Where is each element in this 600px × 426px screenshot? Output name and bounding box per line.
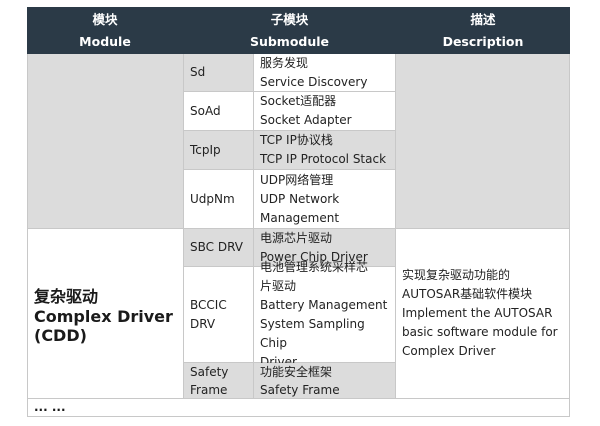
submodule-desc-sd: 服务发现 Service Discovery <box>254 54 396 92</box>
submodule-desc-tcpip: TCP IP协议栈 TCP IP Protocol Stack <box>254 131 396 170</box>
submodule-desc-sbc-drv: 电源芯片驱动 Power Chip Driver <box>254 229 396 267</box>
submodule-udpnm: UdpNm <box>183 170 254 229</box>
description-cell-empty <box>396 54 570 229</box>
submodule-sbc-drv: SBC DRV <box>183 229 254 267</box>
description-cell-cdd: 实现复杂驱动功能的 AUTOSAR基础软件模块 Implement the AU… <box>396 229 570 399</box>
header-submodule: 子模块 Submodule <box>249 11 330 49</box>
header-description: 描述 Description <box>442 11 524 49</box>
submodule-desc-soad: Socket适配器 Socket Adapter <box>254 92 396 131</box>
submodule-tcpip: TcpIp <box>183 131 254 170</box>
submodule-desc-udpnm: UDP网络管理 UDP Network Management <box>254 170 396 229</box>
header-module: 模块 Module <box>79 11 131 49</box>
submodule-safety-frame: Safety Frame <box>183 363 254 399</box>
submodule-desc-safety-frame: 功能安全框架 Safety Frame <box>254 363 396 399</box>
module-cell-cdd: 复杂驱动 Complex Driver (CDD) <box>27 229 183 399</box>
submodule-bccic-drv: BCCIC DRV <box>183 267 254 363</box>
table-header: 模块 Module 子模块 Submodule 描述 Description <box>27 7 570 54</box>
module-cell-empty <box>27 54 183 229</box>
submodule-desc-bccic-drv: 电池管理系统采样芯 片驱动 Battery Management System … <box>254 260 396 369</box>
submodule-soad: SoAd <box>183 92 254 131</box>
ellipsis-row: ... ... <box>27 399 570 417</box>
submodule-sd: Sd <box>183 54 254 92</box>
module-table: 模块 Module 子模块 Submodule 描述 Description S… <box>27 7 570 417</box>
